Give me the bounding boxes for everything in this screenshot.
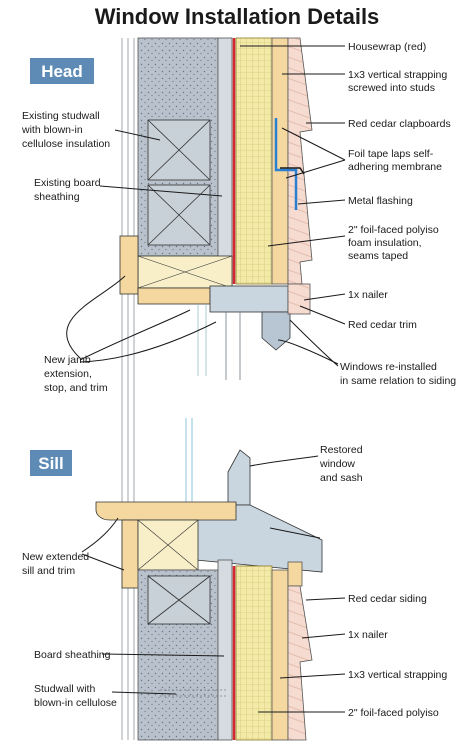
label-jamb-2: extension, — [44, 368, 92, 380]
sill-polyiso-foam — [235, 565, 273, 741]
head-tag-label: Head — [41, 62, 83, 81]
sill-board-sheathing — [217, 559, 233, 741]
label-polyiso-1: 2" foil-faced polyiso — [348, 224, 439, 236]
label-board-sheathing-2: sheathing — [34, 191, 80, 203]
label-restored-3: and sash — [320, 472, 363, 484]
diagram-title: Window Installation Details — [95, 4, 380, 29]
label-studwall-1: Existing studwall — [22, 110, 100, 122]
sill-tag — [30, 450, 72, 476]
head-clapboards — [287, 37, 313, 285]
label-restored-1: Restored — [320, 444, 363, 456]
label-nailer-head: 1x nailer — [348, 289, 388, 301]
label-strapping-head-2: screwed into studs — [348, 82, 435, 94]
head-polyiso-foam — [235, 37, 273, 285]
labels: Housewrap (red) 1x3 vertical strapping s… — [21, 41, 456, 719]
label-restored-2: window — [319, 458, 355, 470]
head-metal-flashing — [274, 118, 298, 210]
sill-cedar-siding — [287, 585, 313, 741]
head-tag — [30, 58, 94, 84]
label-board-sheathing-sill: Board sheathing — [34, 649, 111, 661]
label-strapping-sill: 1x3 vertical strapping — [348, 669, 447, 681]
label-jamb-3: stop, and trim — [44, 382, 108, 394]
sill-extended-stool — [95, 501, 237, 521]
sill-tag-label: Sill — [38, 454, 64, 473]
label-cedar-trim: Red cedar trim — [348, 319, 417, 331]
label-studwall-3: cellulose insulation — [22, 138, 110, 150]
label-foil-tape-1: Foil tape laps self- — [348, 148, 434, 160]
label-strapping-head-1: 1x3 vertical strapping — [348, 69, 447, 81]
label-polyiso-sill: 2" foil-faced polyiso — [348, 707, 439, 719]
label-clapboards: Red cedar clapboards — [348, 118, 451, 130]
head-window-frame — [209, 285, 289, 313]
label-windows-2: in same relation to siding — [340, 375, 456, 387]
leader-lines — [66, 45, 346, 713]
label-foil-tape-2: adhering membrane — [348, 161, 442, 173]
head-jamb-extension — [137, 287, 211, 305]
label-housewrap: Housewrap (red) — [348, 41, 426, 53]
label-studwall-2: with blown-in — [21, 124, 83, 136]
sill-apron — [121, 519, 139, 589]
sill-detail — [95, 418, 323, 741]
label-studwall-sill-1: Studwall with — [34, 683, 95, 695]
label-nailer-sill: 1x nailer — [348, 629, 388, 641]
label-studwall-sill-2: blown-in cellulose — [34, 697, 117, 709]
sill-strapping — [271, 569, 289, 741]
head-interior-trim — [119, 235, 139, 295]
label-jamb-1: New jamb — [44, 354, 91, 366]
label-cedar-siding: Red cedar siding — [348, 593, 427, 605]
head-window-sash — [261, 311, 291, 351]
head-board-sheathing — [217, 37, 233, 291]
sill-restored-sash — [227, 449, 251, 506]
label-new-sill-1: New extended — [22, 551, 89, 563]
label-polyiso-3: seams taped — [348, 250, 408, 262]
label-windows-1: Windows re-installed — [340, 361, 437, 373]
sill-nailer — [287, 561, 303, 587]
label-polyiso-2: foam insulation, — [348, 237, 422, 249]
head-cedar-trim — [287, 283, 311, 315]
head-strapping — [271, 37, 289, 285]
head-detail — [119, 37, 313, 740]
label-new-sill-2: sill and trim — [22, 565, 75, 577]
label-metal-flashing: Metal flashing — [348, 195, 413, 207]
label-board-sheathing-1: Existing board — [34, 177, 101, 189]
